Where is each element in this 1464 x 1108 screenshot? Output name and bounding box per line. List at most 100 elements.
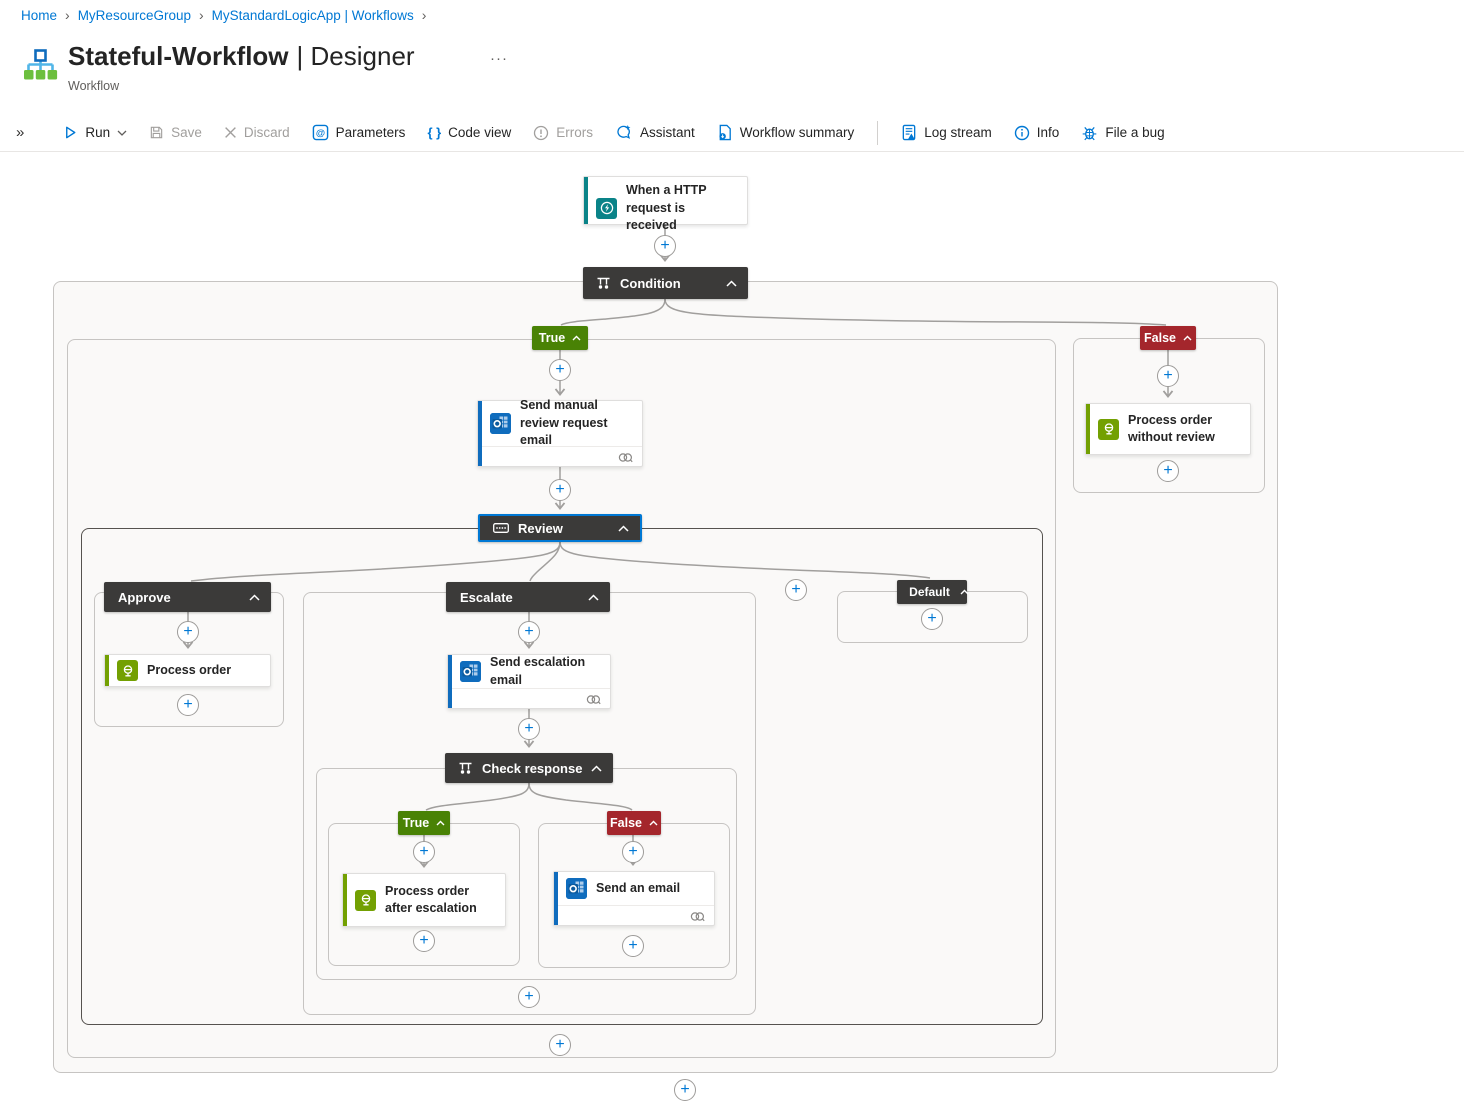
braces-icon: { } [427, 125, 442, 140]
run-button[interactable]: Run [54, 121, 136, 144]
condition-icon [596, 277, 611, 290]
http-action-icon [1098, 418, 1119, 440]
action-accent-bar [1086, 404, 1090, 454]
add-action-button[interactable]: + [549, 359, 571, 381]
add-action-button[interactable]: + [622, 935, 644, 957]
outlook-icon [566, 878, 587, 899]
connection-link-icon [586, 694, 601, 705]
close-icon [224, 126, 237, 139]
http-request-trigger-icon [596, 197, 617, 219]
log-stream-button[interactable]: Log stream [892, 120, 1001, 145]
chevron-up-icon [591, 764, 602, 772]
action-node-send-an-email[interactable]: Send an email [553, 871, 715, 926]
add-case-button[interactable]: + [785, 579, 807, 601]
parameters-label: Parameters [335, 125, 406, 140]
trigger-accent-bar [584, 177, 588, 224]
assistant-button[interactable]: Assistant [606, 120, 704, 145]
workflow-icon [22, 48, 58, 89]
check-true-badge[interactable]: True [398, 811, 450, 835]
page-title: Stateful-Workflow| Designer [68, 41, 415, 72]
action-accent-bar [448, 655, 452, 708]
command-bar: » Run Save Discard @ Parameters { } Code… [0, 114, 1464, 152]
add-action-button[interactable]: + [674, 1079, 696, 1101]
info-button[interactable]: Info [1005, 121, 1069, 145]
breadcrumb-logic-app[interactable]: MyStandardLogicApp | Workflows [211, 7, 414, 23]
collapse-panel-button[interactable]: » [8, 120, 32, 145]
add-action-button[interactable]: + [177, 621, 199, 643]
add-action-button[interactable]: + [177, 694, 199, 716]
add-action-button[interactable]: + [549, 1034, 571, 1056]
more-options-button[interactable]: ··· [490, 50, 508, 67]
discard-button[interactable]: Discard [215, 121, 299, 144]
action-node-process-order-without-review[interactable]: Process order without review [1085, 403, 1251, 455]
breadcrumb-home[interactable]: Home [21, 7, 58, 23]
chevron-up-icon [572, 335, 581, 341]
action-title: Process order [147, 662, 232, 677]
log-stream-label: Log stream [924, 125, 992, 140]
log-document-icon [901, 124, 917, 141]
action-node-send-manual-review[interactable]: Send manual review request email [477, 398, 643, 467]
approve-case-node[interactable]: Approve [104, 582, 271, 612]
action-node-process-order[interactable]: Process order [104, 654, 271, 687]
check-false-badge[interactable]: False [607, 811, 661, 835]
breadcrumb-separator: › [65, 7, 70, 23]
errors-button[interactable]: Errors [524, 121, 602, 145]
chevron-up-icon [618, 524, 629, 532]
discard-label: Discard [243, 125, 290, 140]
add-action-button[interactable]: + [413, 841, 435, 863]
true-branch-badge[interactable]: True [532, 326, 588, 350]
code-view-label: Code view [448, 125, 512, 140]
default-case-node[interactable]: Default [897, 580, 969, 604]
chevron-up-icon [588, 593, 599, 601]
file-a-bug-label: File a bug [1105, 125, 1165, 140]
connection-link-icon [690, 911, 705, 922]
add-action-button[interactable]: + [654, 235, 676, 257]
review-switch-node[interactable]: Review [478, 514, 642, 542]
trigger-title: When a HTTP request is received [626, 183, 707, 232]
add-action-button[interactable]: + [549, 479, 571, 501]
approve-label: Approve [118, 589, 171, 605]
parameters-button[interactable]: @ Parameters [303, 120, 415, 145]
escalate-case-node[interactable]: Escalate [446, 582, 610, 612]
action-title: Send manual review request email [520, 398, 608, 448]
condition-node[interactable]: Condition [583, 267, 748, 299]
add-action-button[interactable]: + [1157, 365, 1179, 387]
breadcrumb-separator: › [421, 7, 427, 23]
bug-icon [1081, 125, 1098, 141]
add-action-button[interactable]: + [413, 930, 435, 952]
action-title: Process order after escalation [385, 883, 477, 916]
switch-icon [493, 523, 509, 533]
action-title: Send escalation email [490, 655, 586, 687]
action-node-send-escalation-email[interactable]: Send escalation email [447, 654, 611, 709]
action-accent-bar [478, 401, 482, 466]
add-action-button[interactable]: + [518, 718, 540, 740]
workflow-summary-label: Workflow summary [739, 125, 855, 140]
outlook-icon [490, 413, 511, 434]
check-response-condition-node[interactable]: Check response [445, 753, 613, 783]
add-action-button[interactable]: + [921, 608, 943, 630]
save-button[interactable]: Save [140, 121, 211, 144]
breadcrumb-separator: › [198, 7, 204, 23]
false-branch-badge[interactable]: False [1140, 326, 1196, 350]
add-action-button[interactable]: + [518, 986, 540, 1008]
action-accent-bar [554, 872, 558, 925]
trigger-node-http-request[interactable]: When a HTTP request is received [583, 176, 748, 232]
chevron-up-icon [436, 820, 445, 826]
escalate-label: Escalate [460, 589, 513, 605]
errors-label: Errors [556, 125, 593, 140]
code-view-button[interactable]: { } Code view [418, 121, 520, 144]
add-action-button[interactable]: + [518, 621, 540, 643]
assistant-label: Assistant [639, 125, 695, 140]
info-circle-icon [1014, 125, 1030, 141]
file-a-bug-button[interactable]: File a bug [1072, 121, 1173, 145]
action-node-process-order-after-escalation[interactable]: Process order after escalation [342, 873, 506, 927]
breadcrumb-resource-group[interactable]: MyResourceGroup [77, 7, 191, 23]
add-action-button[interactable]: + [622, 841, 644, 863]
workflow-summary-button[interactable]: Workflow summary [708, 120, 864, 145]
default-label: Default [909, 585, 950, 599]
connection-link-icon [618, 452, 633, 463]
error-circle-icon [533, 125, 549, 141]
add-action-button[interactable]: + [1157, 460, 1179, 482]
svg-text:@: @ [316, 128, 325, 139]
